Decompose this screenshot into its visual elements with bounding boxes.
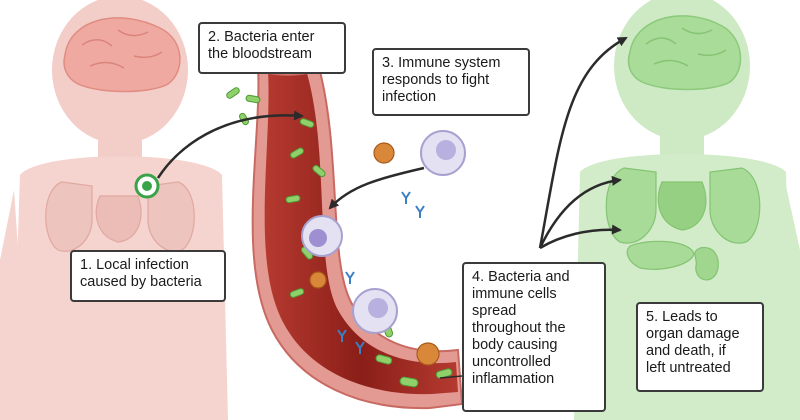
callout-step-4: 4. Bacteria and immune cells spread thro…	[462, 262, 606, 412]
arrow-immune-to-vessel	[328, 166, 425, 210]
bacterium	[299, 118, 315, 128]
vessel-lumen	[264, 70, 458, 395]
spiky-immune-cell	[309, 142, 440, 366]
child-left-neck	[98, 138, 142, 160]
bacterium	[285, 194, 301, 204]
arrow-infection-to-bloodstream	[156, 110, 304, 179]
bacterium	[290, 147, 304, 159]
brain-left-icon	[63, 17, 181, 93]
arrow-inflammation-to-lungs	[538, 175, 622, 249]
flow-arrows	[156, 36, 628, 379]
child-left-figure	[0, 0, 228, 420]
lungs-left-icon	[45, 181, 195, 252]
callout-step-5: 5. Leads to organ damage and death, if l…	[636, 302, 764, 392]
immune-cells	[301, 130, 466, 366]
immune-cell	[420, 130, 466, 176]
bacterium	[226, 87, 240, 99]
child-right-arm	[776, 186, 800, 420]
child-right-figure	[574, 0, 800, 420]
callout-step-1: 1. Local infection caused by bacteria	[70, 250, 226, 302]
kidney-right-icon	[694, 246, 719, 281]
child-right-neck	[660, 134, 704, 156]
callout-step-2: 2. Bacteria enter the bloodstream	[198, 22, 346, 74]
immune-cell	[301, 215, 343, 257]
lungs-right-icon	[605, 167, 761, 244]
brain-right-folds	[645, 27, 727, 67]
brain-left-folds	[81, 29, 163, 69]
liver-right-icon	[626, 240, 695, 270]
immune-cell	[352, 288, 398, 334]
bacterium	[375, 354, 393, 365]
bacterium	[312, 164, 326, 178]
child-left-arm	[0, 190, 30, 420]
bacterium	[399, 376, 419, 388]
infection-site-core	[142, 181, 152, 191]
bacterium	[245, 94, 261, 104]
arrow-inflammation-to-kidneys	[539, 224, 622, 250]
brain-right-icon	[627, 15, 742, 91]
bacterium	[289, 288, 305, 298]
antibody-icons	[337, 191, 425, 354]
connector-step4-vessel	[439, 375, 463, 379]
arrow-inflammation-to-brain	[538, 36, 628, 249]
callout-step-3: 3. Immune system responds to fight infec…	[372, 48, 530, 116]
